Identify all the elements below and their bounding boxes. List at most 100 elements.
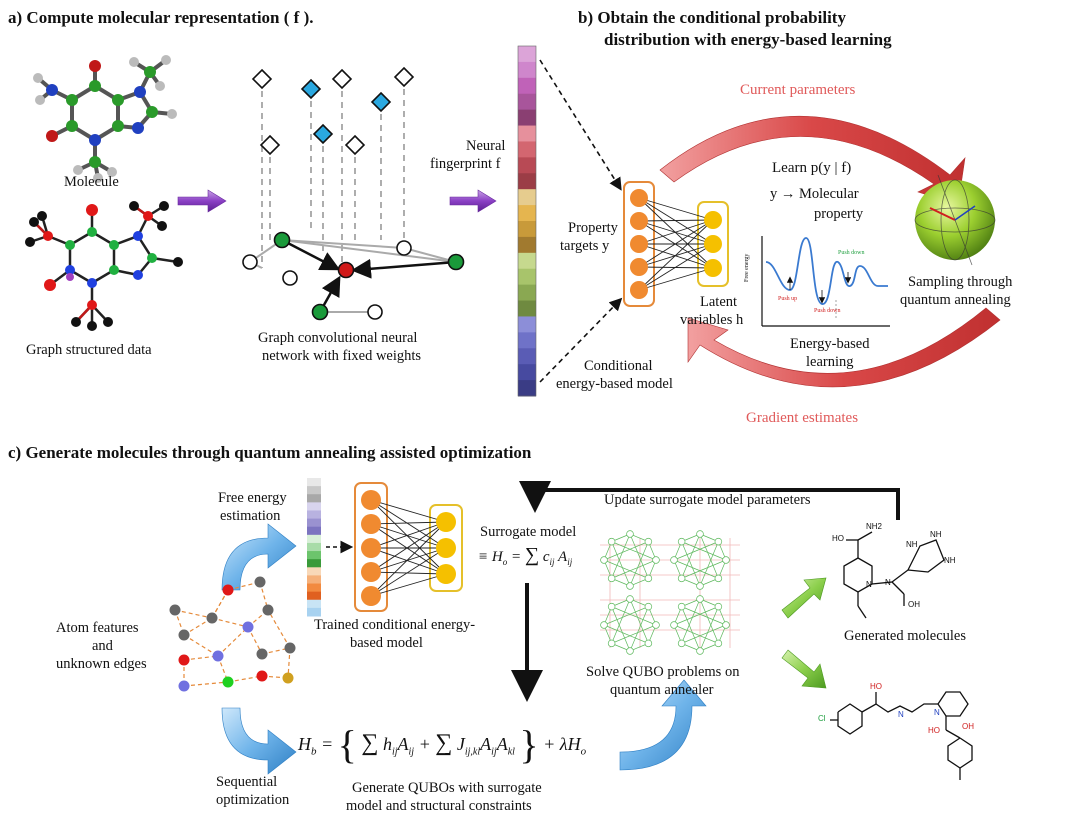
free-energy-cell [307, 607, 321, 617]
blue-curved-arrow-up-icon [221, 523, 297, 591]
visible-node [361, 586, 381, 606]
fingerprint-cell [518, 380, 536, 397]
hidden-node [436, 538, 456, 558]
fingerprint-cell [518, 109, 536, 127]
qubit-node [644, 537, 653, 546]
visible-node [630, 258, 648, 276]
fingerprint-cell [518, 141, 536, 158]
mol1-atom-ho: HO [832, 534, 844, 543]
hidden-node [704, 259, 722, 277]
energy-landscape-plot [761, 236, 890, 327]
qubit-node [677, 639, 686, 648]
hidden-node [704, 235, 722, 253]
mol2-atom-ho-b: HO [928, 726, 940, 735]
hidden-node [704, 211, 722, 229]
fingerprint-cell [518, 316, 536, 333]
ebl-label-line-1: Energy-based [790, 336, 870, 352]
y-label-line-1: y → Molecular [770, 186, 859, 202]
qubo-label-line-2: model and structural constraints [346, 798, 532, 814]
free-energy-line-2: estimation [220, 508, 281, 524]
generated-label: Generated molecules [844, 628, 966, 644]
free-energy-cell [307, 567, 321, 576]
qubit-node [626, 647, 634, 655]
pushup-label-2: Push down [814, 308, 841, 314]
visible-node [630, 212, 648, 230]
fingerprint-cell [518, 221, 536, 238]
fingerprint-cell [518, 284, 536, 302]
latent-label-line-2: variables h [680, 312, 744, 328]
atom-label-line-1: Atom features [56, 620, 139, 636]
trained-label-line-2: based model [350, 635, 423, 651]
visible-node [630, 189, 648, 207]
mol2-atom-n-b: N [934, 708, 940, 717]
mol2-atom-ho: HO [870, 682, 882, 691]
fingerprint-cell [518, 332, 536, 349]
property-targets-line-2: targets y [560, 238, 610, 254]
sampling-label-line-1: Sampling through [908, 274, 1013, 290]
qubit-node [626, 595, 634, 603]
qubit-node [696, 647, 704, 655]
surrogate-formula: ≡ Ho = ∑ cij Aij [478, 544, 573, 567]
panel-a-heading: a) Compute molecular representation ( f … [8, 8, 314, 27]
fingerprint-cell [518, 173, 536, 190]
blue-curved-arrow-down-icon [221, 707, 297, 775]
qubit-node [696, 582, 704, 590]
free-energy-line-1: Free energy [218, 490, 287, 506]
mol1-atom-n-a: N [885, 578, 891, 587]
fingerprint-cell [518, 77, 536, 95]
blue-curved-arrow-qubo-icon [619, 679, 707, 771]
gradient-estimates-arc-icon [687, 307, 1001, 388]
hidden-node [436, 512, 456, 532]
visible-node [361, 514, 381, 534]
gcn-label-line-1: Graph convolutional neural [258, 330, 418, 346]
fingerprint-label-line-1: Neural [466, 138, 506, 154]
qubit-node [607, 537, 616, 546]
qubit-node [670, 621, 678, 629]
qubo-hamiltonian-formula: Hb = { ∑ hijAij + ∑ Jij,klAijAkl } + λHo [298, 722, 587, 767]
qubit-node [670, 556, 678, 564]
visible-node [361, 562, 381, 582]
atom-label-line-2: and [92, 638, 113, 654]
graph-data-label: Graph structured data [26, 342, 152, 358]
gcn-diagram [242, 66, 465, 321]
mol1-atom-oh: OH [908, 600, 920, 609]
panel-b-heading-line-1: b) Obtain the conditional probability [578, 8, 846, 27]
fingerprint-cell [518, 300, 536, 317]
qubit-node [722, 621, 730, 629]
qubit-node [644, 574, 653, 583]
quantum-sphere-icon [914, 174, 996, 266]
qubit-node [600, 556, 608, 564]
fingerprint-to-network-arrow-bottom [539, 297, 623, 383]
learn-label: Learn p(y | f) [772, 160, 852, 176]
qubit-node [652, 556, 660, 564]
generated-molecule-1-icon [843, 531, 945, 619]
visible-node [361, 538, 381, 558]
purple-arrow-2-icon [449, 189, 497, 213]
green-arrow-up-icon [781, 577, 827, 619]
qubit-node [607, 574, 616, 583]
fingerprint-cell [518, 252, 536, 270]
purple-arrow-1-icon [177, 189, 227, 213]
free-energy-cell [307, 575, 321, 585]
mol1-atom-nh2: NH2 [866, 522, 883, 531]
atom-label-line-3: unknown edges [56, 656, 147, 672]
visible-node [630, 235, 648, 253]
neural-fingerprint-bar [517, 45, 537, 397]
free-energy-cell [307, 591, 321, 601]
qubit-node [607, 602, 616, 611]
qubit-node [714, 537, 723, 546]
fingerprint-label-line-2: fingerprint f [430, 156, 501, 172]
qubit-node [626, 530, 634, 538]
mol2-atom-cl: Cl [818, 714, 826, 723]
green-arrow-down-icon [781, 649, 827, 689]
mol1-atom-n-b: N [866, 580, 872, 589]
solve-label-line-1: Solve QUBO problems on [586, 664, 740, 680]
update-loop-arrow [519, 481, 900, 520]
free-energy-cell [307, 486, 321, 495]
free-energy-cell [307, 502, 321, 511]
energy-axis-label: Free energy [744, 253, 750, 282]
fingerprint-cell [518, 46, 536, 63]
free-energy-cell [307, 559, 321, 568]
free-energy-cell [307, 599, 321, 609]
